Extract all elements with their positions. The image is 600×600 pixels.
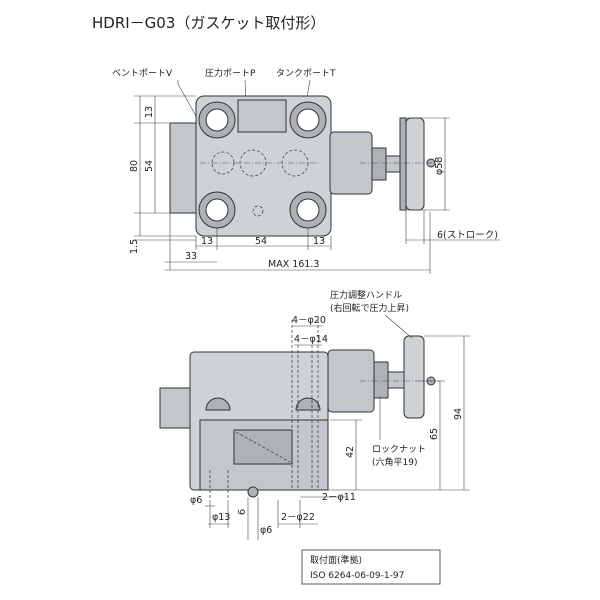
- vent-port-label: ベントポートV: [112, 68, 173, 79]
- dim-2-phi22: 2－φ22: [281, 512, 315, 523]
- dim-height-80: 80: [129, 160, 140, 172]
- bolt-holes: [198, 101, 327, 229]
- dim-bottom-13-left: 13: [201, 236, 213, 247]
- locknut-top: [371, 147, 387, 181]
- front-view: 4－φ20 4－φ14 圧力調整ハンドル (右回転で圧力上昇) ロックナット (…: [159, 289, 470, 540]
- dim-max-161-3: MAX 161.3: [268, 259, 319, 270]
- handle-label-note: (右回転で圧力上昇): [330, 302, 409, 314]
- bonnet-front: [327, 349, 375, 413]
- dim-65: 65: [429, 428, 440, 440]
- spec-box-title: 取付面(準拠): [310, 554, 362, 566]
- drawing-title: HDRI－G03（ガスケット取付形）: [92, 14, 325, 32]
- dim-bottom-13-right: 13: [313, 236, 325, 247]
- pressure-port-label: 圧力ポートP: [205, 67, 256, 79]
- dim-stroke: 6(ストローク): [437, 230, 498, 241]
- spec-box: 取付面(準拠) ISO 6264-06-09-1-97: [301, 549, 441, 585]
- dim-1-5: 1.5: [129, 239, 140, 254]
- dim-4-d14: 4－φ14: [294, 334, 328, 345]
- front-bolt-tops: [205, 397, 321, 411]
- dim-4-d20: 4－φ20: [292, 315, 326, 326]
- dim-2-phi11: 2－φ11: [322, 492, 356, 503]
- dim-94: 94: [453, 408, 464, 420]
- front-hidden-lines: [209, 320, 319, 500]
- dim-phi6-left: φ6: [190, 495, 202, 506]
- dim-33: 33: [185, 251, 197, 262]
- stem-front: [387, 371, 405, 389]
- dim-bottom-54: 54: [255, 236, 267, 247]
- hidden-ports: [200, 149, 320, 217]
- stem-top: [385, 155, 401, 173]
- top-boss: [237, 99, 287, 133]
- dim-phi13: φ13: [212, 512, 230, 523]
- handle-label: 圧力調整ハンドル: [330, 289, 402, 301]
- dim-top-13: 13: [144, 106, 155, 118]
- dim-6-vertical: 6: [237, 509, 248, 515]
- tank-port-label: タンクポートT: [276, 68, 336, 79]
- dim-42: 42: [345, 446, 356, 458]
- locknut-front: [373, 361, 389, 399]
- spec-box-standard: ISO 6264-06-09-1-97: [310, 571, 404, 581]
- locknut-label: ロックナット: [372, 444, 426, 455]
- locknut-label-note: (六角平19): [372, 456, 417, 468]
- dim-height-54: 54: [144, 160, 155, 172]
- handle-front: [403, 335, 425, 419]
- handle-hub-top: [399, 117, 407, 211]
- dim-phi6-bottom: φ6: [260, 525, 272, 536]
- handle-top: [405, 117, 425, 211]
- dim-handle-dia: φ58: [434, 157, 445, 175]
- top-view: ベントポートV 圧力ポートP タンクポートT: [112, 67, 500, 274]
